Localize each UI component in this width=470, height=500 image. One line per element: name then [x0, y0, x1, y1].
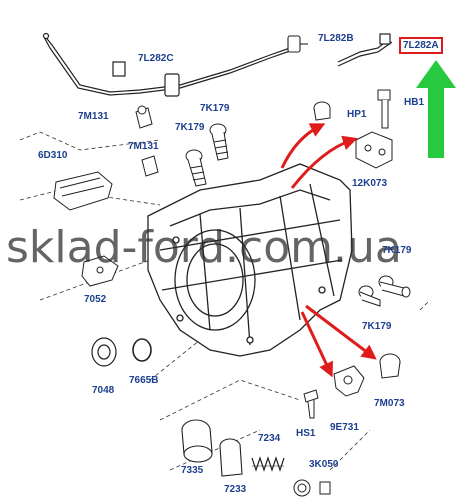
green-indicator-arrow: [416, 60, 456, 158]
label-6d310: 6D310: [38, 150, 68, 161]
label-7335: 7335: [181, 465, 204, 476]
sensor-9e731: [333, 365, 365, 397]
label-7665b: 7665B: [129, 375, 159, 386]
red-pointer-arrows: [280, 123, 377, 378]
seal-7048: [91, 337, 117, 367]
plug-7m131-top: [135, 105, 153, 129]
label-7m073: 7M073: [374, 398, 405, 409]
label-hb1: HB1: [404, 97, 425, 108]
label-7052: 7052: [84, 294, 107, 305]
connector-7l282b: [287, 35, 308, 53]
label-7k179-top: 7K179: [200, 103, 230, 114]
housing-6d310: [53, 171, 113, 211]
screw-7k179-mid: [185, 149, 207, 187]
screw-7k179-top: [209, 123, 229, 161]
label-7l282a-highlighted: 7L282A: [399, 37, 443, 54]
bolt-hb1: [377, 89, 391, 129]
label-12k073: 12K073: [352, 178, 388, 189]
screw-7k179-lower: [358, 285, 381, 307]
plug-hp1: [313, 101, 331, 121]
label-7048: 7048: [92, 385, 115, 396]
sensor-7l282a: [337, 33, 393, 67]
label-3k050: 3K050: [309, 459, 339, 470]
label-7k179-mid: 7K179: [175, 122, 205, 133]
label-7233: 7233: [224, 484, 247, 495]
ring-7665b: [132, 338, 152, 362]
spring-7234: [251, 456, 285, 472]
label-9e731: 9E731: [330, 422, 359, 433]
label-7m131-mid: 7M131: [128, 141, 159, 152]
shaft-7233: [219, 438, 243, 477]
bracket-12k073: [355, 131, 393, 169]
cable-7l282c: [42, 32, 291, 97]
label-7l282b: 7L282B: [318, 33, 354, 44]
part-3k050: [293, 479, 331, 497]
label-hp1: HP1: [347, 109, 367, 120]
label-7k179-right: 7K179: [382, 245, 412, 256]
screw-7k179-right: [378, 275, 411, 298]
part-7335: [181, 419, 213, 463]
cap-7m073: [379, 353, 401, 379]
transmission-housing: [147, 163, 353, 357]
label-7l282c: 7L282C: [138, 53, 174, 64]
label-hs1: HS1: [296, 428, 316, 439]
plug-7m131-mid: [141, 155, 159, 177]
label-7m131-top: 7M131: [78, 111, 109, 122]
watermark: sklad-ford.com.ua: [6, 222, 402, 273]
bracket-7052: [81, 255, 119, 287]
label-7234: 7234: [258, 433, 281, 444]
label-7k179-lower: 7K179: [362, 321, 392, 332]
screw-hs1: [303, 389, 319, 419]
